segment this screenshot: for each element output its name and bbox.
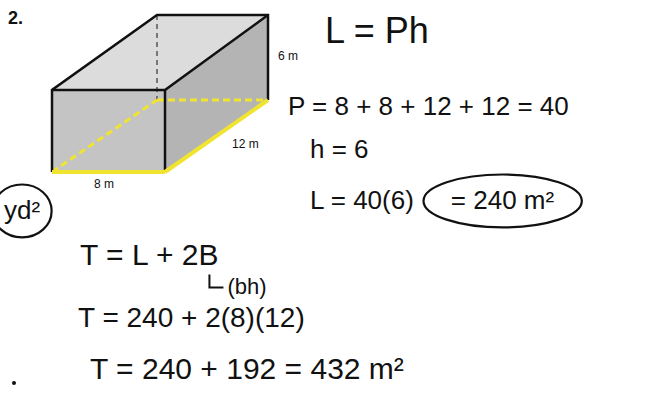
formula: T = L + 2B bbox=[80, 238, 218, 273]
answer-line: T = 240 + 192 = 432 m² bbox=[90, 352, 404, 387]
note: (bh) bbox=[227, 274, 266, 299]
dimension: 6 m bbox=[276, 50, 300, 64]
circled-answer: yd² bbox=[0, 183, 53, 239]
hidden-edge bbox=[156, 15, 158, 100]
answer-text: yd² bbox=[4, 196, 40, 226]
formula: L = Ph bbox=[325, 10, 429, 51]
work-line: L = 40(6) bbox=[310, 186, 414, 216]
prism-edge bbox=[52, 15, 268, 90]
circle-outline bbox=[0, 185, 52, 238]
work-line: T = 240 + 2(8)(12) bbox=[78, 302, 305, 334]
circle-outline bbox=[423, 175, 581, 228]
base-highlight bbox=[165, 100, 268, 172]
prism-edge bbox=[52, 15, 268, 172]
work-line: h = 6 bbox=[310, 135, 369, 165]
base-highlight bbox=[52, 100, 157, 172]
answer-text: = 240 m² bbox=[451, 186, 554, 216]
hook-arrow bbox=[209, 275, 223, 288]
base-highlight bbox=[52, 170, 165, 174]
dimension: 8 m bbox=[92, 178, 116, 192]
dimension: 12 m bbox=[230, 138, 261, 152]
problem-number: 2. bbox=[8, 8, 23, 29]
prism-edge bbox=[164, 90, 167, 172]
circled-answer: = 240 m² bbox=[422, 173, 583, 229]
side-face bbox=[165, 15, 268, 172]
work-line: P = 8 + 8 + 12 + 12 = 40 bbox=[288, 92, 569, 122]
base-highlight bbox=[157, 99, 268, 102]
front-face bbox=[52, 90, 165, 172]
stray-dot bbox=[12, 381, 16, 385]
